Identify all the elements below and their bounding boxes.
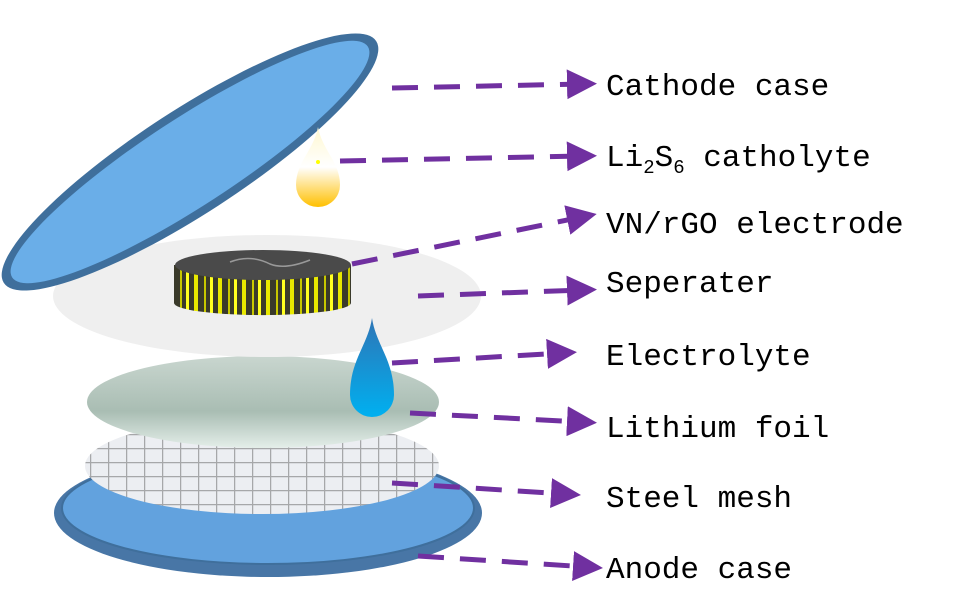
label-electrolyte: Electrolyte (606, 340, 811, 375)
arrow-lithium-foil (409, 406, 597, 437)
catholyte-li: Li (606, 141, 643, 176)
catholyte-drop-highlight (316, 160, 320, 164)
label-separator: Seperater (606, 267, 773, 302)
label-anode-case: Anode case (606, 553, 792, 588)
catholyte-word: catholyte (685, 141, 871, 176)
vn-rgo-electrode (174, 250, 351, 316)
arrow-anode-case (417, 551, 603, 582)
electrolyte-drop-icon (350, 318, 394, 417)
arrow-cathode-case (391, 69, 597, 100)
label-cathode-case: Cathode case (606, 70, 829, 105)
arrow-separator (417, 275, 597, 306)
catholyte-sub-2: 2 (643, 157, 654, 179)
cathode-case (1, 33, 379, 291)
catholyte-drop-icon (296, 127, 340, 207)
arrow-catholyte (339, 141, 597, 172)
arrow-steel-mesh (391, 478, 581, 509)
catholyte-s: S (655, 141, 674, 176)
label-electrode: VN/rGO electrode (606, 208, 904, 243)
label-catholyte: Li2S6 catholyte (606, 141, 871, 179)
arrow-electrolyte (391, 338, 577, 369)
label-lithium-foil: Lithium foil (606, 412, 829, 447)
catholyte-sub-6: 6 (673, 157, 684, 179)
steel-mesh (85, 418, 439, 514)
label-steel-mesh: Steel mesh (606, 482, 792, 517)
lithium-foil (87, 356, 439, 448)
